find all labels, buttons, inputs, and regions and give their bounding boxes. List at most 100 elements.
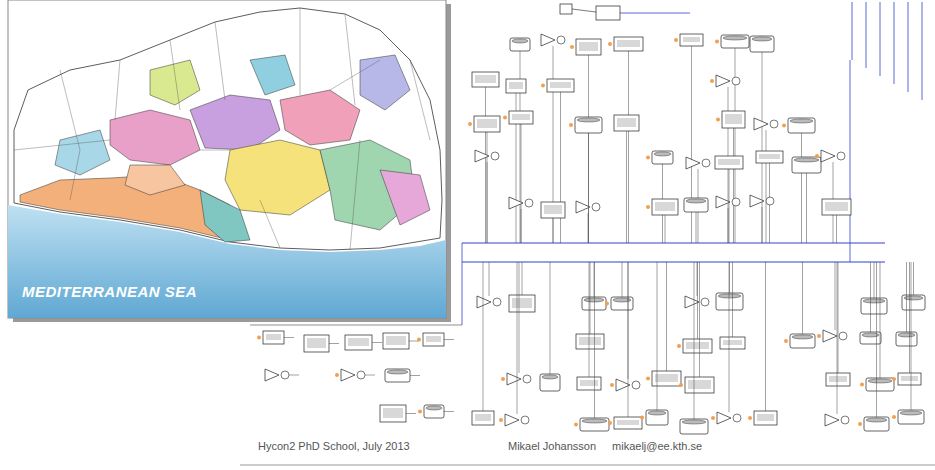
sensor-dot [782,124,786,128]
tank-box [646,410,668,425]
sensor-dot [257,336,261,340]
pump-symbol [750,195,764,207]
tank-top [426,406,442,410]
sensor-dot [815,154,819,158]
pipe-line [521,124,522,243]
sensor-dot [468,122,472,126]
tank-box [652,151,673,164]
block-box [680,34,703,46]
tank-box [788,118,815,133]
tank-box [866,378,894,391]
pump-symbol [505,414,519,426]
sensor-dot [892,415,896,419]
block-fill [901,376,918,381]
pipe-line [874,262,875,298]
pipe-line [487,162,488,243]
pump-symbol [265,369,279,381]
source-box [560,4,572,14]
footer-author: Mikael Johansson [505,440,599,452]
pipe-line [589,262,590,377]
pump-symbol [507,373,521,385]
tank-top [868,379,892,383]
feed-line [850,60,851,262]
pipe-line [522,262,523,295]
pipe-line [553,218,554,243]
feed-line [908,2,909,92]
tank-box [540,374,560,391]
sensor-dot [892,377,896,381]
block-box [614,417,642,429]
block-box [474,116,500,132]
pipe-line [444,339,454,340]
pipe-line [665,215,666,243]
pipe-line [406,413,416,414]
block-box [541,202,565,218]
block-box [345,335,372,350]
tank-top [900,411,922,415]
tank-top [654,152,671,156]
pipe-line [802,262,803,334]
valve-symbol [525,199,533,207]
tank-top [898,333,915,337]
block-fill [579,337,601,345]
pump-symbol [341,369,355,381]
valve-symbol [281,371,289,379]
block-box [756,151,783,163]
bus-line [462,242,885,243]
footer-text: Hycon2 PhD School, July 2013 [255,440,413,452]
pump-symbol [509,197,523,209]
tank-box [721,35,749,48]
block-box [720,337,745,349]
sensor-dot [541,84,545,88]
pipe-line [487,132,488,243]
source-box [596,6,620,20]
tank-box [680,419,708,434]
sensor-dot [646,205,650,209]
block-box [576,334,604,349]
valve-symbol [702,159,710,167]
block-box [614,115,639,131]
block-fill [475,75,496,83]
sensor-dot [499,418,503,422]
tank-box [750,36,774,52]
block-fill [579,42,598,51]
pipe-line [462,243,463,325]
pipe-line [729,169,730,243]
block-fill [655,374,678,382]
block-box [304,335,329,352]
tank-top [794,158,819,162]
pipe-line [372,342,382,343]
pipe-line [880,262,881,378]
pipe-line [729,262,730,412]
pipe-line [489,262,490,296]
block-fill [544,205,562,214]
pipe-line [666,262,667,371]
pump-symbol [685,296,699,308]
pipe-line [329,343,339,344]
sensor-dot [679,383,683,387]
pipe-line [733,128,734,243]
sensor-dot [715,40,719,44]
valve-symbol [357,371,365,379]
pipe-line [696,212,697,243]
pipe-line [588,133,589,243]
tank-top [387,370,408,374]
valve-symbol [732,77,740,85]
pipe-line [728,208,729,243]
feed-line [880,2,881,76]
block-box [547,79,574,92]
block-fill [383,408,403,418]
valve-symbol [837,152,845,160]
tank-top [904,296,923,300]
block-fill [683,37,700,42]
pipe-line [762,52,763,243]
pipe-line [806,173,807,243]
tank-box [580,418,609,431]
tank-box [792,157,821,173]
block-fill [550,82,571,88]
footer-email: mikaelj@ee.kth.se [609,440,705,452]
block-box [577,377,601,390]
block-fill [307,338,326,348]
tank-top [790,119,813,123]
